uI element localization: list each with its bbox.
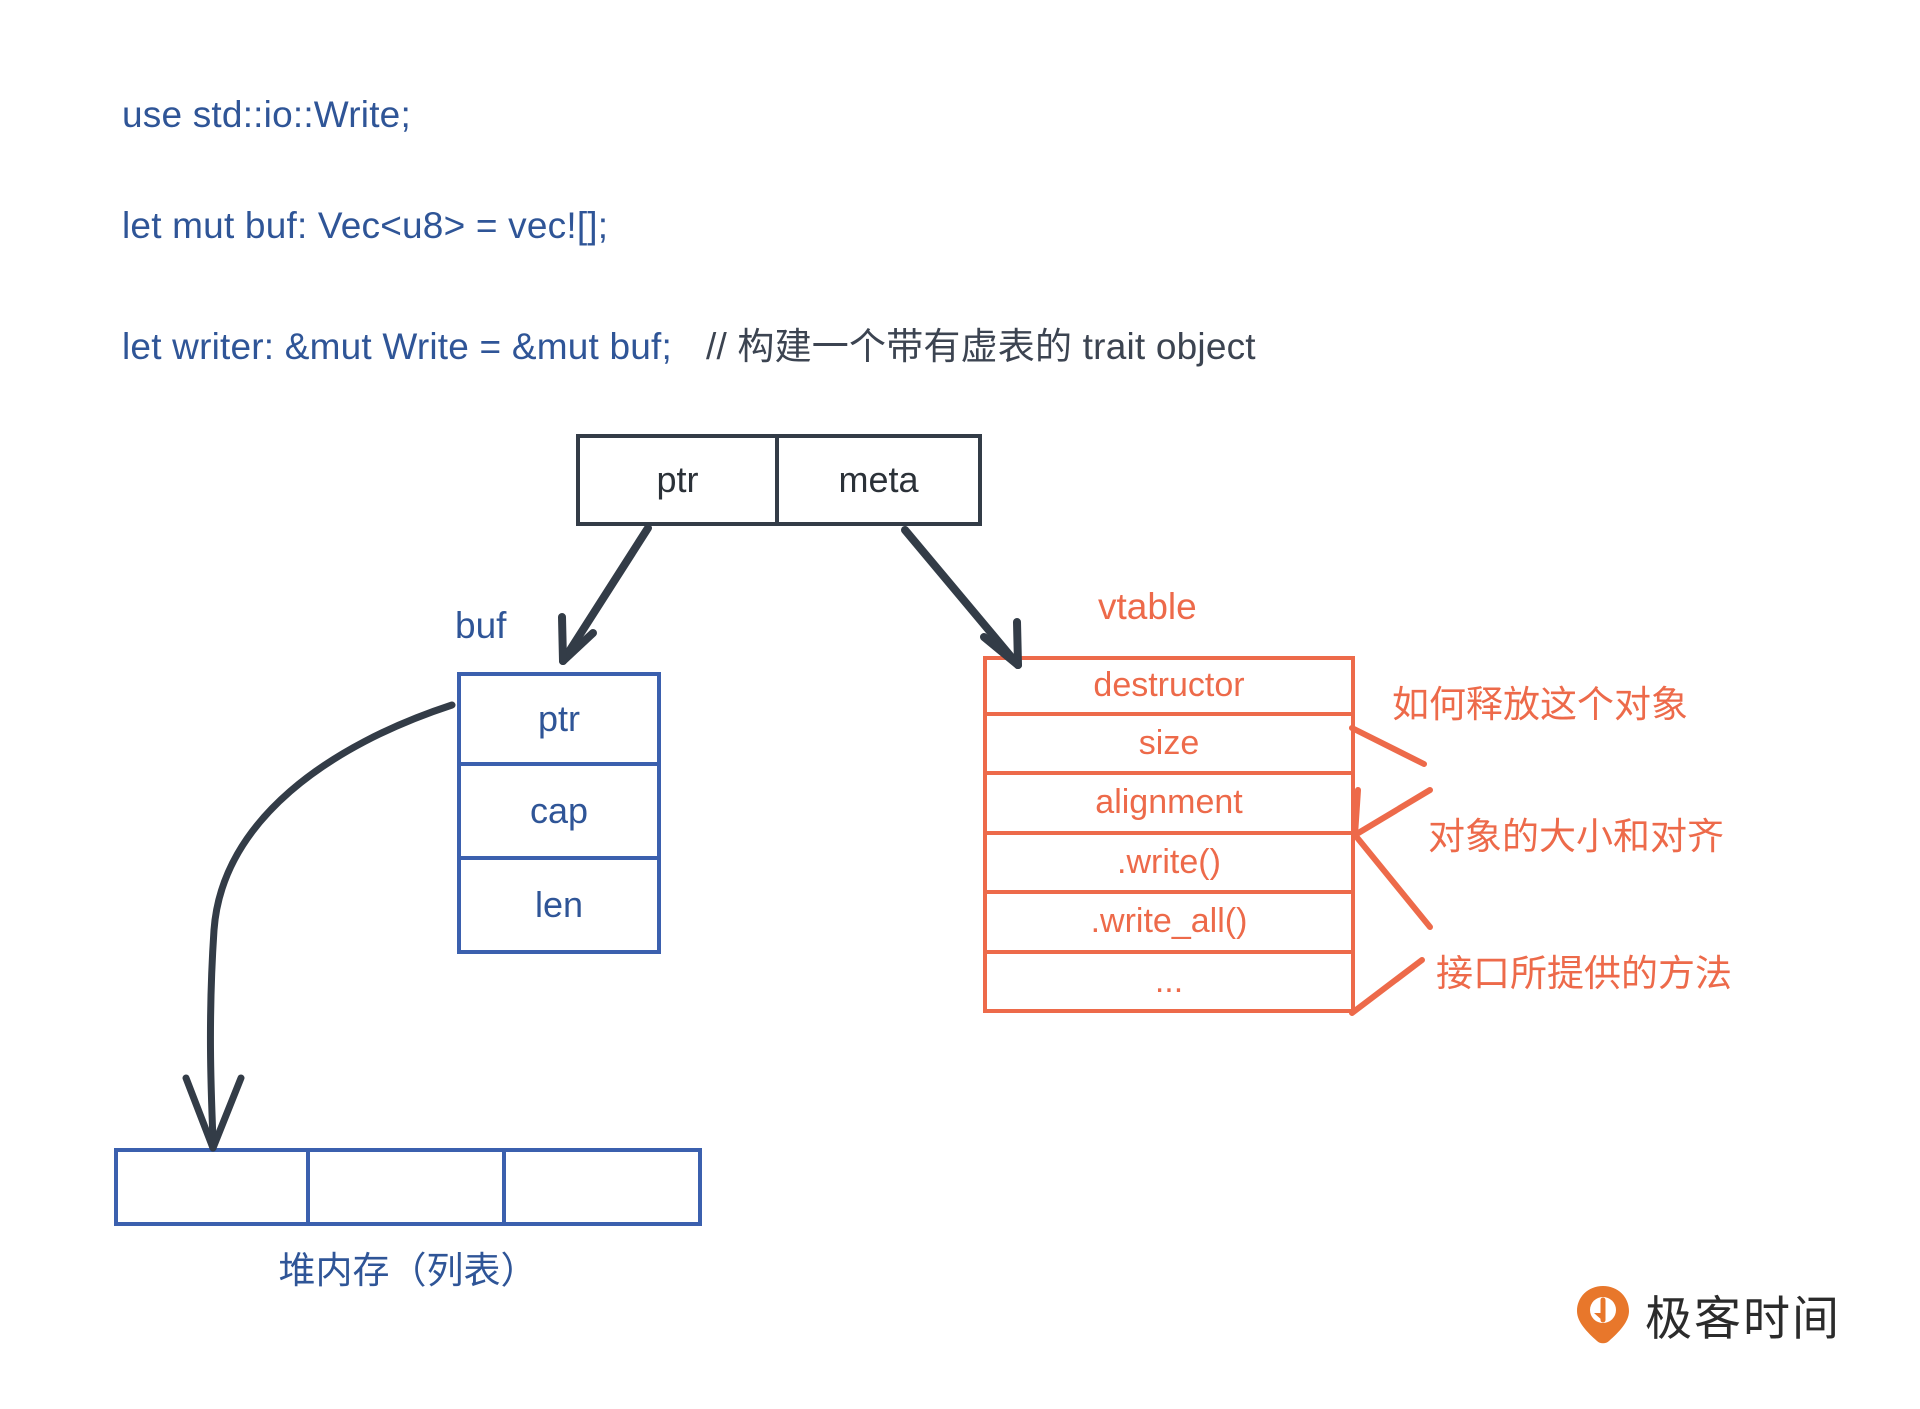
vtable-row-destructor: destructor xyxy=(983,656,1355,716)
code-line: let writer: &mut Write = &mut buf; // 构建一… xyxy=(122,316,1256,370)
vtable-note-destructor: 如何释放这个对象 xyxy=(1392,684,1688,725)
vtable-box: destructor size alignment .write() .writ… xyxy=(983,656,1355,1013)
buf-label: buf xyxy=(455,605,507,646)
vtable-row-write: .write() xyxy=(983,834,1355,894)
fat-pointer-cell-meta: meta xyxy=(779,434,982,526)
fat-pointer-box: ptr meta xyxy=(576,434,982,526)
heap-cell xyxy=(310,1148,506,1226)
code-line-text: use std::io::Write; xyxy=(122,94,411,135)
arrow-ptr-to-buf xyxy=(558,524,652,665)
vtable-connector-lines xyxy=(1349,725,1433,1016)
arrow-meta-to-vtable xyxy=(901,526,1022,669)
code-line-text: let writer: &mut Write = &mut buf; xyxy=(122,326,672,367)
buf-struct-box: ptr cap len xyxy=(457,672,661,954)
vtable-row-alignment: alignment xyxy=(983,775,1355,835)
fat-pointer-cell-ptr: ptr xyxy=(576,434,779,526)
heap-cell xyxy=(506,1148,702,1226)
geektime-pin-icon xyxy=(1577,1285,1629,1343)
buf-row-ptr: ptr xyxy=(457,672,661,766)
heap-cell xyxy=(114,1148,310,1226)
buf-row-len: len xyxy=(457,860,661,954)
vtable-note-methods: 接口所提供的方法 xyxy=(1436,953,1732,994)
code-line-text: let mut buf: Vec<u8> = vec![]; xyxy=(122,205,609,246)
code-line: let mut buf: Vec<u8> = vec![]; xyxy=(122,205,608,247)
heap-memory-box xyxy=(114,1148,702,1226)
vtable-label: vtable xyxy=(1098,586,1197,627)
heap-memory-label: 堆内存（列表） xyxy=(278,1250,538,1291)
buf-row-cap: cap xyxy=(457,766,661,860)
vtable-row-write-all: .write_all() xyxy=(983,894,1355,954)
arrow-bufptr-to-heap xyxy=(182,701,456,1152)
geektime-logo: 极客时间 xyxy=(1575,1280,1841,1349)
code-comment: // 构建一个带有虚表的 trait object xyxy=(705,326,1256,367)
code-line: use std::io::Write; xyxy=(122,94,411,136)
logo-text: 极客时间 xyxy=(1645,1292,1841,1347)
vtable-note-size-alignment: 对象的大小和对齐 xyxy=(1428,816,1724,857)
vtable-row-ellipsis: ... xyxy=(983,953,1355,1013)
vtable-row-size: size xyxy=(983,715,1355,775)
